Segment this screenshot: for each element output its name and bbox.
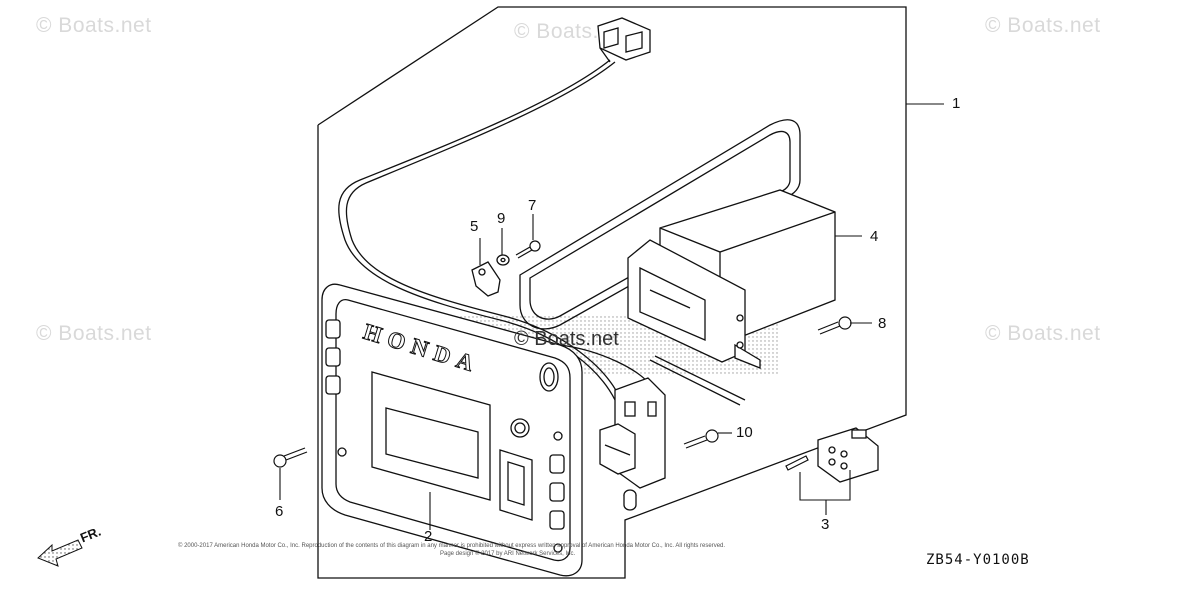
leader-lines — [279, 103, 944, 530]
faceplate — [321, 283, 583, 577]
screw-7 — [515, 240, 541, 259]
callout-10: 10 — [736, 424, 753, 441]
callout-4: 4 — [870, 228, 879, 245]
terminal-3 — [785, 455, 809, 471]
connector-3 — [817, 427, 879, 483]
fr-arrow — [37, 539, 83, 567]
watermark-top-right: © Boats.net — [985, 14, 1101, 37]
gasket — [519, 119, 801, 330]
callout-9: 9 — [497, 210, 506, 227]
callout-6: 6 — [275, 503, 284, 520]
spacer — [623, 489, 637, 511]
watermark-mid-right: © Boats.net — [985, 322, 1101, 345]
callout-1: 1 — [952, 95, 961, 112]
watermark-center: © Boats.net — [514, 328, 619, 350]
screw-6 — [273, 447, 308, 468]
copyright-line-2: Page design © 2017 by ARI Network Servic… — [440, 551, 576, 557]
callout-5: 5 — [470, 218, 479, 235]
screw-10 — [683, 429, 719, 449]
grommet — [539, 362, 559, 392]
top-connector — [597, 17, 651, 63]
callout-7: 7 — [528, 197, 537, 214]
washer — [496, 254, 510, 266]
screw-8 — [817, 316, 852, 335]
watermark-top-left: © Boats.net — [36, 14, 152, 37]
callout-2: 2 — [424, 528, 433, 545]
callout-8: 8 — [878, 315, 887, 332]
callout-3: 3 — [821, 516, 830, 533]
switch-board — [599, 377, 666, 489]
assembly-boundary — [317, 6, 907, 579]
wire-harness — [338, 59, 746, 406]
copyright-line-1: © 2000-2017 American Honda Motor Co., In… — [178, 543, 726, 549]
control-box — [627, 189, 836, 369]
diagram-code: ZB54-Y0100B — [926, 552, 1030, 568]
watermark-mid-left: © Boats.net — [36, 322, 152, 345]
clamp — [471, 261, 501, 297]
